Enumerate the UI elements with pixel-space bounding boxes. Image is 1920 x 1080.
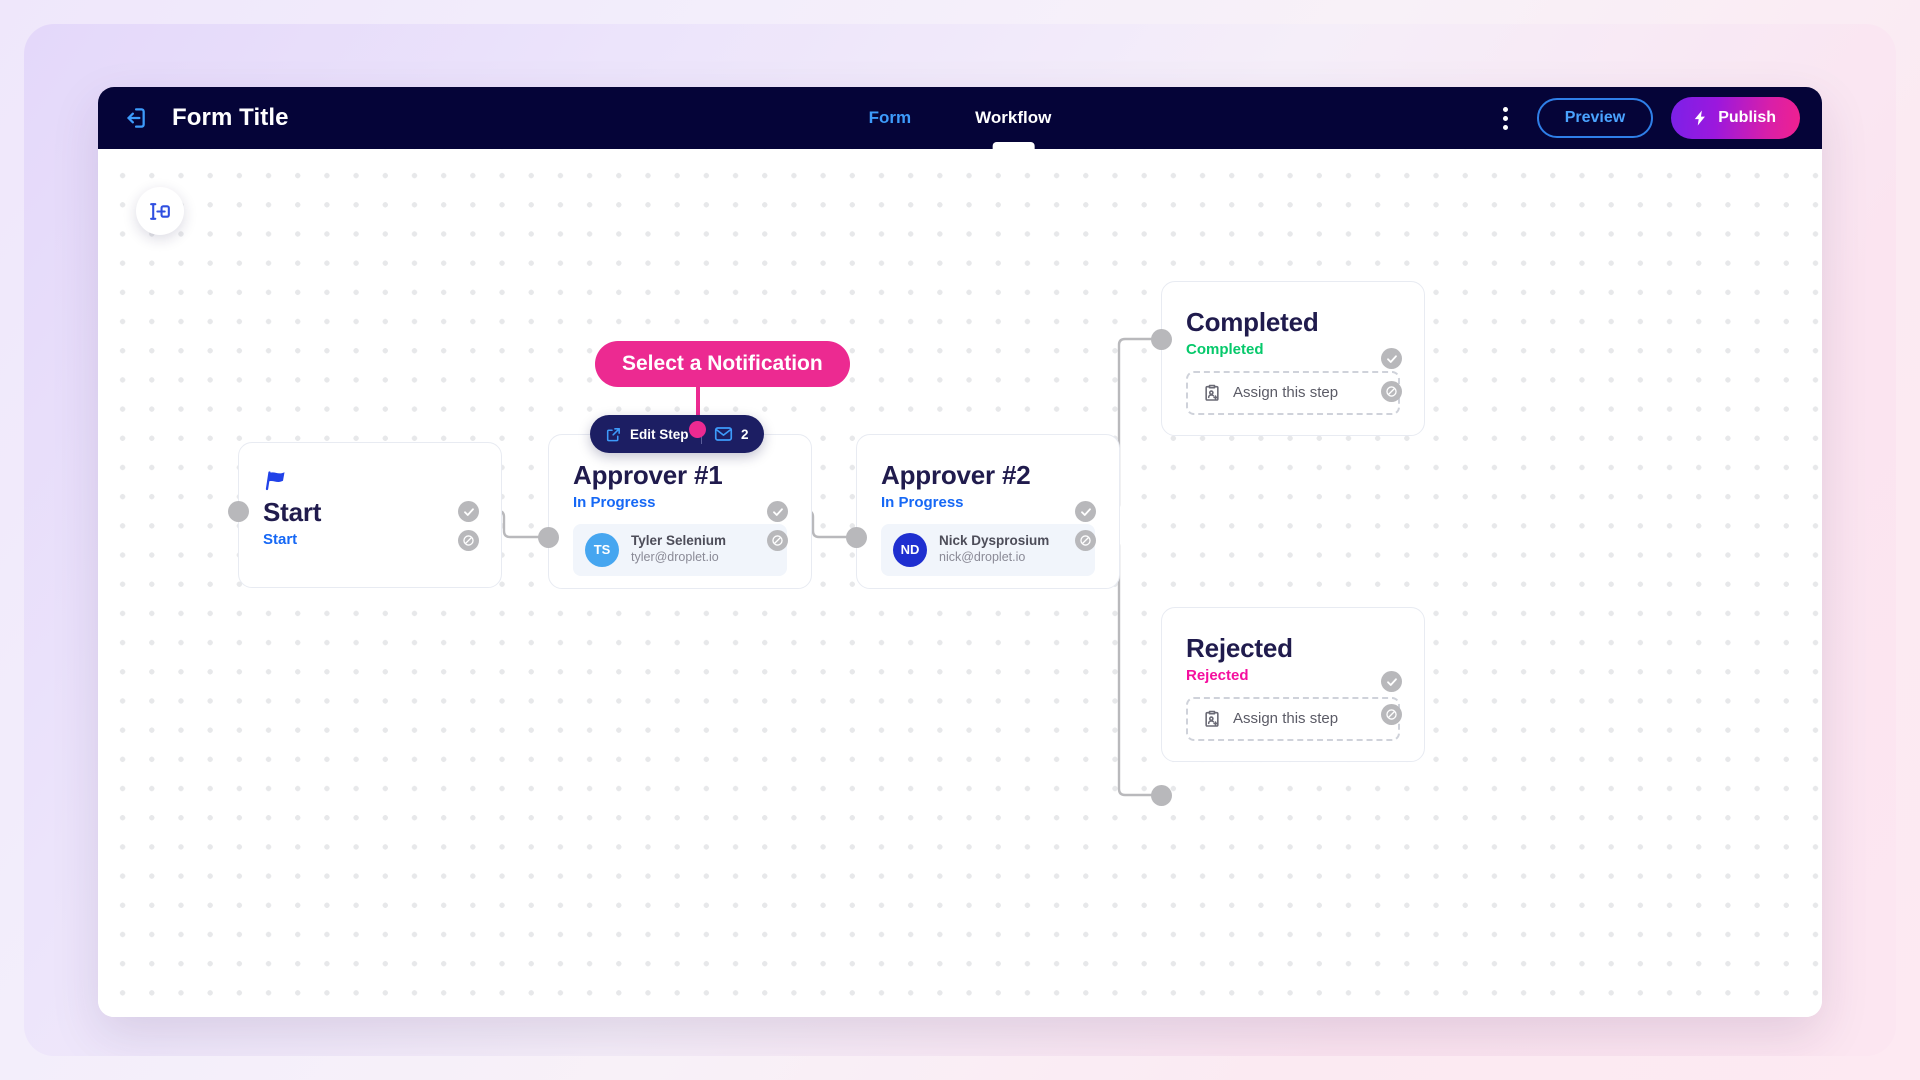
notification-count: 2 xyxy=(741,426,749,442)
assignee-email: nick@droplet.io xyxy=(939,550,1026,565)
publish-button[interactable]: Publish xyxy=(1671,97,1800,139)
page-backdrop: Form Title Form Workflow Preview Publish xyxy=(24,24,1896,1056)
kebab-menu-icon[interactable] xyxy=(1493,103,1519,133)
node-target-handle-completed[interactable] xyxy=(1151,329,1172,350)
node-title: Start xyxy=(263,497,322,527)
assign-step-button[interactable]: Assign this step xyxy=(1186,370,1400,415)
header-actions: Preview Publish xyxy=(1493,97,1800,139)
check-circle-icon[interactable] xyxy=(767,501,788,522)
node-target-handle-approver-2[interactable] xyxy=(846,527,867,548)
workflow-canvas[interactable]: Start Start Approver #1 In Progress TS T… xyxy=(98,149,1822,1017)
block-circle-icon[interactable] xyxy=(1075,530,1096,551)
lightning-bolt-icon xyxy=(1691,109,1709,127)
app-window: Form Title Form Workflow Preview Publish xyxy=(98,87,1822,1017)
node-status: Start xyxy=(263,530,298,548)
avatar: TS xyxy=(585,532,619,567)
block-circle-icon[interactable] xyxy=(767,530,788,551)
node-title: Approver #2 xyxy=(881,460,1031,490)
preview-button[interactable]: Preview xyxy=(1536,98,1654,138)
workflow-layout-icon[interactable] xyxy=(136,187,184,235)
node-status: Completed xyxy=(1186,340,1264,358)
avatar: ND xyxy=(893,532,927,567)
check-circle-icon[interactable] xyxy=(1381,348,1402,369)
node-target-handle-start[interactable] xyxy=(228,501,249,522)
node-target-handle-approver-1[interactable] xyxy=(538,527,559,548)
external-link-icon xyxy=(605,426,622,443)
block-circle-icon[interactable] xyxy=(1381,381,1402,402)
page-title: Form Title xyxy=(172,104,289,131)
assignee-chip[interactable]: TS Tyler Selenium tyler@droplet.io xyxy=(573,523,787,576)
assignee-chip[interactable]: ND Nick Dysprosium nick@droplet.io xyxy=(881,523,1095,576)
app-header: Form Title Form Workflow Preview Publish xyxy=(98,87,1822,149)
workflow-node-approver-1[interactable]: Approver #1 In Progress TS Tyler Seleniu… xyxy=(548,434,812,589)
publish-button-label: Publish xyxy=(1718,109,1776,126)
check-circle-icon[interactable] xyxy=(1381,671,1402,692)
edit-step-label: Edit Step xyxy=(630,426,689,442)
assign-person-icon xyxy=(1202,383,1222,403)
flag-icon xyxy=(263,469,477,496)
block-circle-icon[interactable] xyxy=(458,530,479,551)
edit-step-button[interactable]: Edit Step xyxy=(605,426,689,443)
assign-person-icon xyxy=(1202,709,1222,729)
tab-form[interactable]: Form xyxy=(868,108,912,127)
select-notification-callout[interactable]: Select a Notification xyxy=(595,341,850,387)
assign-step-label: Assign this step xyxy=(1233,384,1339,402)
callout-stem xyxy=(696,387,700,429)
exit-arrow-icon[interactable] xyxy=(118,101,152,135)
tab-workflow[interactable]: Workflow xyxy=(971,87,1055,149)
node-title: Approver #1 xyxy=(573,460,723,490)
envelope-icon xyxy=(714,426,733,442)
node-status: In Progress xyxy=(881,493,964,511)
node-title: Completed xyxy=(1186,307,1319,337)
assignee-name: Nick Dysprosium xyxy=(939,533,1050,549)
node-target-handle-rejected[interactable] xyxy=(1151,785,1172,806)
block-circle-icon[interactable] xyxy=(1381,704,1402,725)
check-circle-icon[interactable] xyxy=(1075,501,1096,522)
assignee-email: tyler@droplet.io xyxy=(631,550,719,565)
node-status: Rejected xyxy=(1186,666,1249,684)
assign-step-label: Assign this step xyxy=(1233,710,1339,728)
notifications-button[interactable]: 2 xyxy=(714,426,749,442)
check-circle-icon[interactable] xyxy=(458,501,479,522)
callout-knob xyxy=(689,421,706,438)
step-toolbar: Edit Step 2 xyxy=(590,415,764,453)
header-tabs: Form Workflow xyxy=(865,87,1056,149)
assignee-name: Tyler Selenium xyxy=(631,533,727,549)
assign-step-button[interactable]: Assign this step xyxy=(1186,696,1400,741)
node-status: In Progress xyxy=(573,493,656,511)
node-title: Rejected xyxy=(1186,633,1293,663)
